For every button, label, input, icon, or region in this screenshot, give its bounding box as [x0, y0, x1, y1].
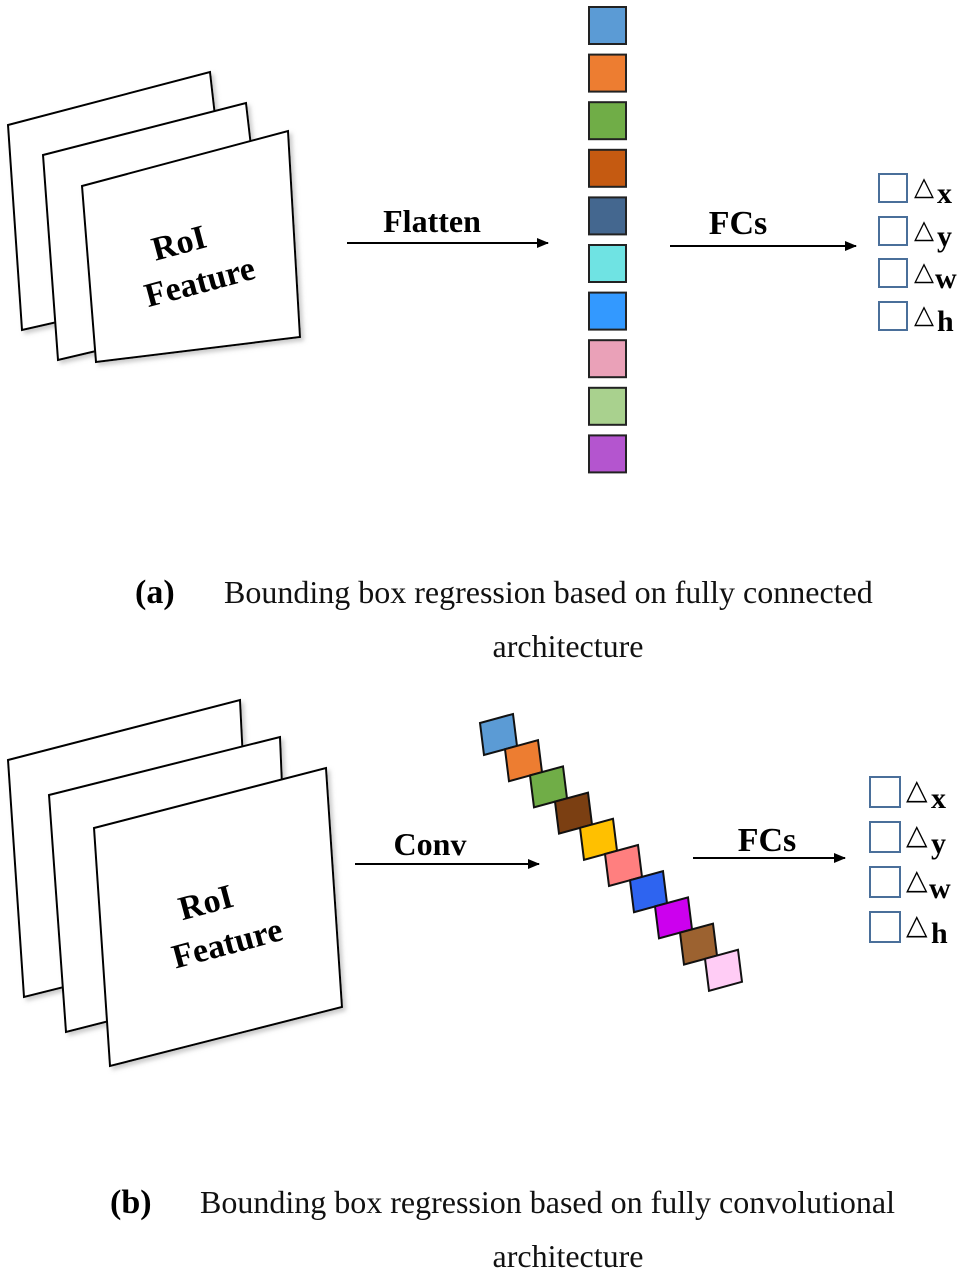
- conv-arrow: Conv: [355, 826, 540, 869]
- flatten-arrow: Flatten: [347, 203, 549, 248]
- roi-feature-stack-b: RoI Feature: [6, 698, 344, 1068]
- fcs-label-a: FCs: [709, 205, 768, 242]
- output-box: [869, 911, 901, 943]
- fcs-arrow-b: FCs: [693, 822, 846, 863]
- vector-cell: [588, 339, 627, 379]
- output-label: w: [935, 262, 957, 295]
- output-label: h: [937, 305, 954, 338]
- vector-cell: [588, 386, 627, 426]
- output-label: y: [937, 220, 952, 253]
- conv-cell: [703, 948, 744, 993]
- output-box: [878, 173, 908, 203]
- output-label: x: [937, 177, 952, 210]
- vector-cell: [588, 291, 627, 331]
- regression-outputs-a: △ x △ y △ w △ h: [878, 172, 957, 338]
- output-dx: △ x: [878, 172, 952, 210]
- feature-map-front: [80, 129, 302, 364]
- output-box: [878, 301, 908, 331]
- delta-symbol: △: [906, 865, 928, 896]
- output-dy: △ y: [878, 215, 952, 253]
- flatten-label: Flatten: [383, 203, 481, 239]
- caption-tag-b: (b): [110, 1184, 152, 1221]
- output-dw: △ w: [869, 865, 951, 905]
- output-box: [869, 776, 901, 808]
- fcs-arrow-a: FCs: [670, 205, 857, 251]
- flattened-vector: [588, 6, 627, 474]
- feature-map-front: [92, 766, 344, 1068]
- vector-cell: [588, 101, 627, 141]
- output-label: h: [931, 917, 948, 950]
- caption-a: (a) Bounding box regression based on ful…: [135, 574, 873, 664]
- delta-symbol: △: [906, 775, 928, 806]
- output-box: [869, 821, 901, 853]
- caption-line1-b: Bounding box regression based on fully c…: [200, 1184, 895, 1220]
- caption-tag-a: (a): [135, 574, 175, 611]
- caption-line1-a: Bounding box regression based on fully c…: [224, 574, 873, 610]
- output-dw: △ w: [878, 257, 957, 295]
- vector-cell: [588, 148, 627, 188]
- roi-feature-stack-a: RoI Feature: [6, 70, 302, 364]
- delta-symbol: △: [914, 172, 934, 201]
- output-dx: △ x: [869, 775, 946, 815]
- caption-line2-a: architecture: [493, 628, 644, 664]
- caption-b: (b) Bounding box regression based on ful…: [110, 1184, 895, 1274]
- vector-cell: [588, 196, 627, 236]
- output-label: y: [931, 827, 946, 860]
- fcs-label-b: FCs: [738, 822, 797, 859]
- conv-vector: [478, 712, 744, 993]
- delta-symbol: △: [906, 910, 928, 941]
- vector-cell: [588, 6, 627, 45]
- output-label: x: [931, 782, 946, 815]
- output-dy: △ y: [869, 820, 946, 860]
- delta-symbol: △: [914, 215, 934, 244]
- output-box: [878, 258, 908, 288]
- delta-symbol: △: [906, 820, 928, 851]
- vector-cell: [588, 244, 627, 283]
- delta-symbol: △: [914, 300, 934, 329]
- output-dh: △ h: [869, 910, 948, 950]
- panel-b: RoI Feature Conv FCs △ x △ y: [6, 698, 951, 1274]
- vector-cell: [588, 434, 627, 474]
- panel-a: RoI Feature Flatten FCs △ x △: [6, 6, 957, 664]
- output-dh: △ h: [878, 300, 954, 338]
- output-box: [878, 216, 908, 246]
- regression-outputs-b: △ x △ y △ w △ h: [869, 775, 951, 950]
- caption-line2-b: architecture: [493, 1238, 644, 1274]
- vector-cell: [588, 53, 627, 93]
- output-label: w: [929, 872, 951, 905]
- conv-label: Conv: [394, 826, 467, 862]
- output-box: [869, 866, 901, 898]
- delta-symbol: △: [914, 257, 934, 286]
